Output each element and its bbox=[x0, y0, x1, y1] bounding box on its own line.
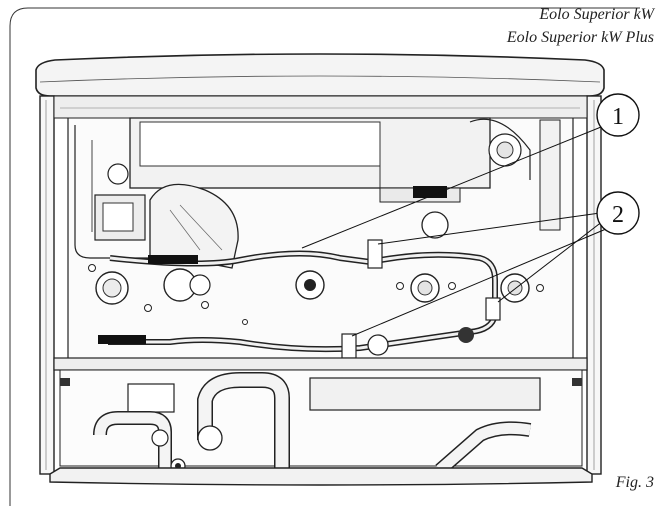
base-tray bbox=[49, 467, 593, 486]
model-title-line2: Eolo Superior kW Plus bbox=[506, 29, 654, 46]
cable-clip bbox=[341, 333, 357, 359]
leader-line-2 bbox=[497, 220, 604, 303]
cable-connector-top bbox=[148, 255, 198, 264]
left-side-panel bbox=[39, 95, 55, 475]
top-cover bbox=[35, 53, 605, 97]
callout-label-1: 1 bbox=[612, 104, 624, 130]
cable-clip bbox=[485, 297, 501, 321]
sensor-block bbox=[413, 186, 447, 198]
leader-line-1 bbox=[301, 126, 602, 249]
cable-clip bbox=[367, 239, 383, 269]
callout-label-2: 2 bbox=[612, 202, 624, 228]
callout-circle-2 bbox=[596, 191, 640, 235]
figure-caption: Fig. 3 bbox=[615, 474, 654, 491]
page-border bbox=[9, 7, 640, 506]
cable-connector-bottom bbox=[98, 335, 146, 344]
callout-circle-1 bbox=[596, 93, 640, 137]
model-title-line1: Eolo Superior kW bbox=[539, 6, 654, 23]
leader-line-2 bbox=[377, 212, 601, 245]
leader-line-2 bbox=[351, 228, 607, 337]
